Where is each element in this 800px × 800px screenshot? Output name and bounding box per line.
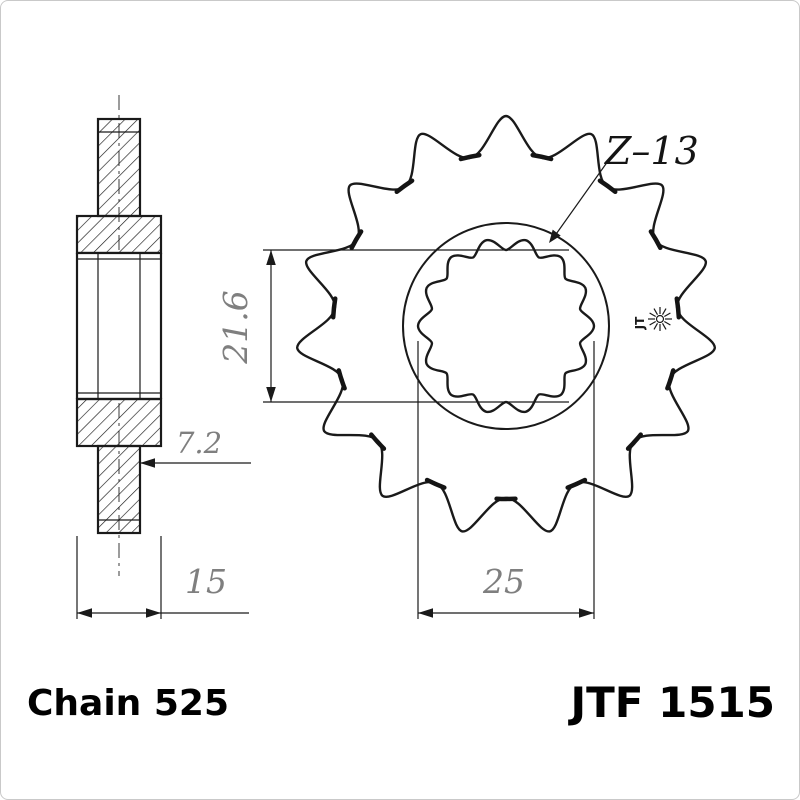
- sun-ray-icon: [661, 308, 667, 315]
- teeth-count-callout: Z–13: [549, 129, 699, 243]
- dimension-value-overall-width: 15: [185, 562, 227, 601]
- dimension-value-bore-minor: 21.6: [216, 290, 255, 364]
- sun-ray-icon: [664, 312, 671, 318]
- dimension-tooth-width: 7.2: [140, 426, 251, 468]
- flange-bottom-section: [75, 397, 163, 448]
- sun-ray-icon: [653, 308, 659, 315]
- sun-ray-icon: [661, 323, 667, 330]
- chain-type-label: Chain 525: [27, 683, 229, 724]
- arrow-up-icon: [266, 250, 276, 265]
- hub-circle: [402, 222, 610, 430]
- dimension-value-bore-major: 25: [482, 562, 525, 601]
- hub-body: [75, 251, 163, 401]
- teeth-count-label: Z–13: [604, 129, 699, 173]
- part-number-label: JTF 1515: [568, 678, 775, 727]
- arrow-icon: [549, 229, 561, 243]
- arrow-left-icon: [140, 458, 155, 468]
- dimension-value-tooth-width: 7.2: [176, 426, 222, 460]
- dimension-overall-width: 15: [76, 536, 249, 619]
- flange-top-section: [75, 214, 163, 255]
- dimension-bore-minor: 21.6: [216, 249, 569, 403]
- arrow-left-icon: [77, 608, 92, 618]
- front-view: [296, 114, 716, 533]
- leader-line: [553, 160, 609, 238]
- jt-brand-mark: JT: [633, 316, 647, 330]
- sun-ray-icon: [649, 320, 656, 326]
- arrow-down-icon: [266, 387, 276, 402]
- tooth-root-accents: [330, 152, 682, 502]
- spline-bore-outline: [416, 238, 596, 414]
- sun-icon: [655, 314, 665, 324]
- arrow-left-icon: [418, 608, 433, 618]
- side-section-view: [75, 95, 163, 576]
- sun-rays-icon: [648, 307, 672, 331]
- sun-ray-icon: [649, 312, 656, 318]
- sun-ray-icon: [664, 320, 671, 326]
- arrow-right-icon: [146, 608, 161, 618]
- sun-ray-icon: [653, 323, 659, 330]
- arrow-right-icon: [579, 608, 594, 618]
- dimension-bore-major: 25: [417, 341, 595, 619]
- jt-sun-mark: JT: [633, 307, 672, 331]
- shaft-top-section: [96, 117, 142, 218]
- shaft-bottom-section: [96, 444, 142, 535]
